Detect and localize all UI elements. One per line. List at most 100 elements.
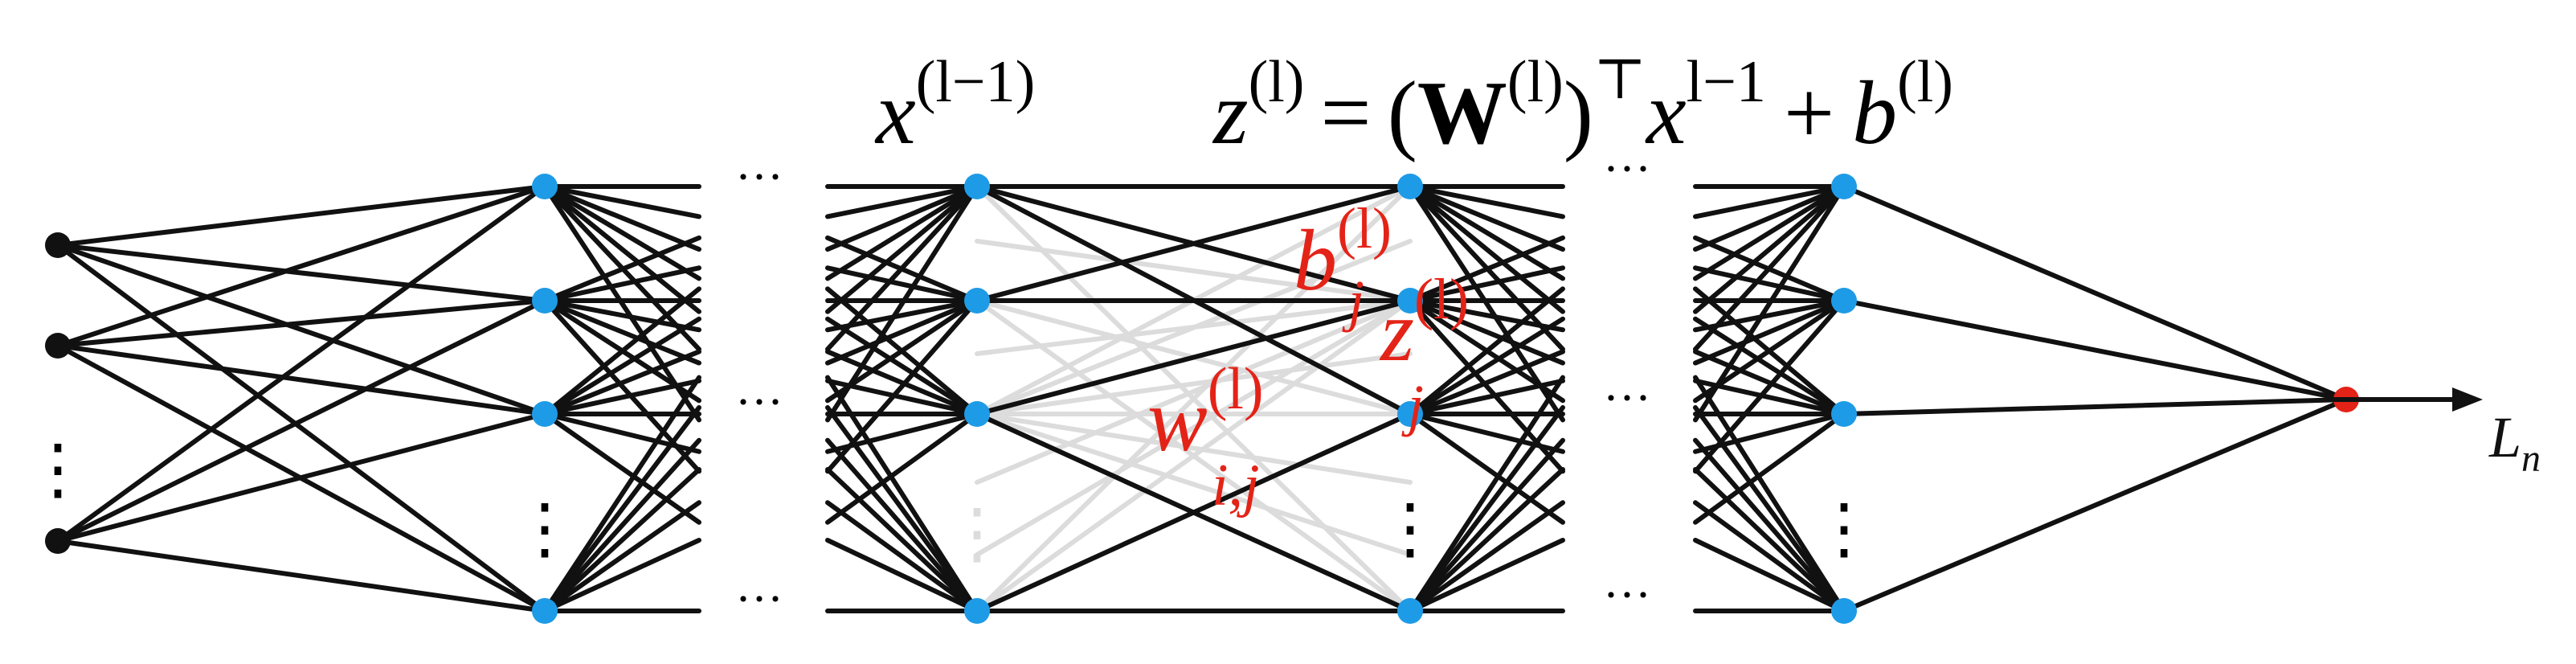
weight-subscript: i,j	[1212, 453, 1260, 518]
edge-layer1-0-fade-4	[542, 184, 701, 314]
edge-faded-3-1	[975, 298, 1413, 613]
formula-z-sup: (l)	[1249, 49, 1305, 115]
edge-cur-1-fade-1	[1408, 265, 1565, 303]
edge-layer1-0-fade-3	[542, 184, 701, 281]
edge-prev-in-2-6	[825, 412, 979, 525]
ellipsis-vertical-prev: ⋮	[943, 497, 1011, 572]
edge-last-in-3-2	[1693, 437, 1846, 613]
formula-x2-base: x	[1645, 64, 1687, 163]
edge-layer1-1-fade-0	[542, 235, 701, 303]
bias-base: b	[1294, 213, 1337, 309]
last-layer-node-1	[1831, 288, 1857, 314]
layer1-node-2	[532, 401, 558, 427]
edge-prev-in-3-2	[825, 437, 979, 613]
edge-cur-1-fade-3	[1408, 298, 1565, 333]
formula-x-sup: (l−1)	[916, 49, 1036, 115]
formula-z-base: z	[1212, 64, 1249, 163]
edge-input-2-layer1-3	[55, 539, 547, 613]
edge-black-0-2	[975, 184, 1413, 416]
edge-prev-in-1-1	[825, 265, 979, 303]
current-layer-node-0	[1397, 174, 1423, 199]
edge-layer1-1-fade-3	[542, 298, 701, 333]
edge-prev-in-0-4	[825, 184, 979, 314]
edge-last-in-3-3	[1693, 467, 1846, 613]
formula-w-base: W	[1417, 64, 1507, 163]
edge-input-1-layer1-2	[55, 343, 547, 416]
edge-layer1-3-fade-4	[542, 500, 701, 613]
layer1-node-3	[532, 598, 558, 624]
edge-last-in-1-3	[1693, 298, 1846, 333]
edge-last-in-2-1	[1693, 316, 1846, 416]
network-edges	[55, 184, 2349, 613]
formula-x-base: x	[874, 64, 916, 163]
edge-last-in-3-5	[1693, 538, 1846, 613]
weight-base: w	[1147, 371, 1208, 470]
bias-sup: (l)	[1337, 196, 1392, 260]
prev-layer-node-1	[964, 288, 990, 314]
edge-faded-extra-b0	[975, 239, 1413, 303]
edge-input-2-layer1-0	[55, 184, 547, 543]
edge-last-in-3-0	[1693, 375, 1846, 613]
edge-last-in-1-0	[1693, 235, 1846, 303]
prev-layer-node-3	[964, 598, 990, 624]
edge-input-0-layer1-2	[55, 243, 547, 416]
ellipsis-vertical-current: ⋮	[1376, 492, 1444, 567]
ellipsis-middle-left: ···	[735, 375, 783, 428]
edge-layer1-3-fade-1	[542, 405, 701, 613]
edge-prev-in-2-3	[825, 378, 979, 416]
ellipsis-bottom-left: ···	[735, 572, 783, 625]
edge-prev-in-1-0	[825, 235, 979, 303]
edge-faded-extra-a1	[975, 351, 1413, 416]
edge-last-in-2-0	[1693, 286, 1846, 416]
edge-input-2-layer1-1	[55, 298, 547, 543]
prev-layer-node-2	[964, 401, 990, 427]
network-nodes	[45, 174, 2359, 624]
edge-layer1-2-fade-0	[542, 286, 701, 416]
edge-cur-3-fade-0	[1408, 375, 1565, 613]
edge-prev-in-1-3	[825, 298, 979, 333]
edge-cur-1-fade-4	[1408, 298, 1565, 366]
formula-x-prev: x(l−1)	[874, 49, 1035, 163]
ellipsis-middle-right: ···	[1603, 371, 1651, 424]
edge-layer1-3-fade-5	[542, 538, 701, 613]
edge-input-0-layer1-1	[55, 243, 547, 303]
prev-layer-node-0	[964, 174, 990, 199]
edge-cur-3-fade-2	[1408, 437, 1565, 613]
edge-cur-2-fade-1	[1408, 316, 1565, 416]
edge-cur-0-fade-3	[1408, 184, 1565, 281]
edge-faded-extra-a2	[975, 412, 1413, 485]
bias-label: b(l)	[1294, 196, 1392, 309]
edge-layer1-0-fade-2	[542, 184, 701, 252]
edge-prev-in-3-3	[825, 467, 979, 613]
z-base: z	[1379, 284, 1414, 379]
edge-layer1-1-fade-4	[542, 298, 701, 366]
formula-b-sup: (l)	[1897, 49, 1953, 115]
edge-last-in-2-6	[1693, 412, 1846, 525]
edge-input-1-layer1-0	[55, 184, 547, 348]
edge-last-in-2-3	[1693, 378, 1846, 416]
edge-cur-2-fade-2	[1408, 349, 1565, 416]
formula-open-paren: (	[1388, 64, 1417, 163]
edge-cur-2-fade-6	[1408, 412, 1565, 525]
edge-prev-in-3-4	[825, 500, 979, 613]
edge-last-in-1-1	[1693, 265, 1846, 303]
edge-prev-in-0-2	[825, 184, 979, 252]
edge-prev-in-2-2	[825, 349, 979, 416]
output-arrowhead	[2452, 387, 2483, 412]
edge-input-0-layer1-3	[55, 243, 547, 613]
edge-last-in-0-2	[1693, 184, 1846, 252]
edge-prev-in-1-4	[825, 298, 979, 366]
input-node-2	[45, 528, 71, 554]
edge-black-2-3	[975, 412, 1413, 613]
current-layer-node-1	[1397, 288, 1423, 314]
edge-cur-0-fade-4	[1408, 184, 1565, 314]
edge-faded-extra-b1	[975, 298, 1413, 356]
edge-layer1-3-fade-3	[542, 467, 701, 613]
edge-cur-1-fade-0	[1408, 235, 1565, 303]
edge-layer1-2-fade-6	[542, 412, 701, 525]
edge-layer1-0-fade-6	[542, 184, 701, 423]
ellipsis-top-right: ···	[1603, 142, 1651, 195]
edge-prev-in-0-3	[825, 184, 979, 281]
formula-transpose: ⊤	[1593, 49, 1646, 111]
edge-layer1-3-fade-0	[542, 375, 701, 613]
